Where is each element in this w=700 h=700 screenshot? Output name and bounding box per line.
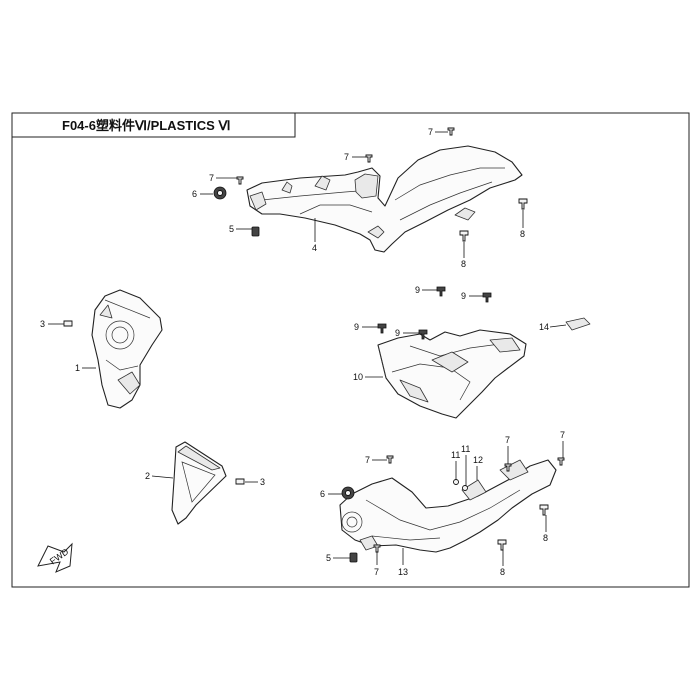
callout-9d: 9: [395, 328, 400, 338]
callout-3a: 3: [40, 319, 45, 329]
hardware-group-10: [377, 286, 492, 340]
callout-14: 14: [539, 322, 549, 332]
part-10-tray: [377, 329, 527, 419]
callout-13: 13: [398, 567, 408, 577]
part-14-pad: [565, 317, 591, 331]
hardware-group-4: [213, 127, 528, 242]
fwd-arrow-icon: FWD: [37, 542, 73, 573]
part-4-upper-cover: [246, 145, 523, 253]
callout-3b: 3: [260, 477, 265, 487]
screw-3b: [235, 478, 245, 485]
callout-8c: 8: [543, 533, 548, 543]
callout-1: 1: [75, 363, 80, 373]
callout-7d: 7: [365, 455, 370, 465]
callout-6a: 6: [192, 189, 197, 199]
callout-9a: 9: [415, 285, 420, 295]
leader-lines: [48, 131, 567, 566]
callout-11b: 11: [461, 444, 470, 454]
callout-12: 12: [473, 455, 483, 465]
hardware-group-13: [341, 455, 565, 563]
screw-3a: [63, 320, 73, 327]
callout-11a: 11: [451, 450, 460, 460]
callout-4: 4: [312, 243, 317, 253]
callout-7c: 7: [209, 173, 214, 183]
callouts: 7 7 7 6 5 4 8 8 9 9 9 9 10 14 3 1 2 3 6 …: [40, 127, 565, 577]
callout-7b: 7: [344, 152, 349, 162]
callout-7f: 7: [505, 435, 510, 445]
callout-9c: 9: [354, 322, 359, 332]
callout-5a: 5: [229, 224, 234, 234]
callout-6b: 6: [320, 489, 325, 499]
callout-7g: 7: [560, 430, 565, 440]
callout-9b: 9: [461, 291, 466, 301]
callout-5b: 5: [326, 553, 331, 563]
callout-8d: 8: [500, 567, 505, 577]
part-13-lower-cover: [339, 459, 557, 553]
title-box: [11, 112, 296, 138]
callout-10: 10: [353, 372, 363, 382]
callout-8b: 8: [461, 259, 466, 269]
diagram-frame: [11, 112, 690, 588]
part-2-small-panel: [171, 441, 227, 525]
callout-7a: 7: [428, 127, 433, 137]
callout-2: 2: [145, 471, 150, 481]
diagram-title: F04-6塑料件Ⅵ/PLASTICS Ⅵ: [62, 118, 230, 133]
callout-7e: 7: [374, 567, 379, 577]
callout-8a: 8: [520, 229, 525, 239]
part-1-side-panel: [91, 289, 163, 409]
